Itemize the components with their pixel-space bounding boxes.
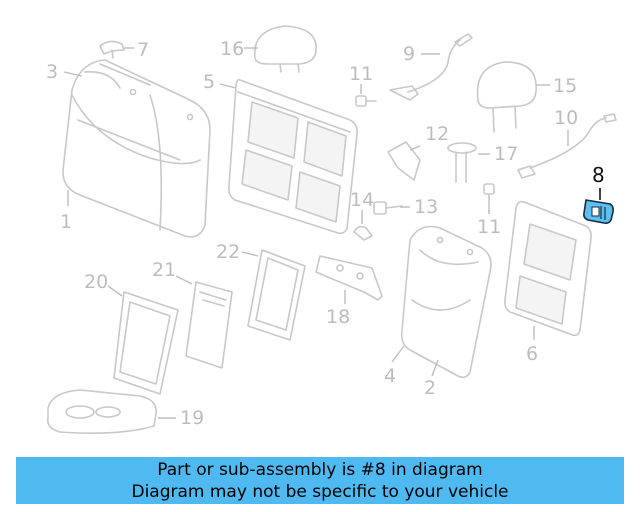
svg-text:10: 10: [554, 107, 578, 129]
svg-text:13: 13: [414, 196, 438, 218]
clip-7: 7: [99, 39, 149, 61]
svg-text:1: 1: [60, 211, 72, 233]
svg-text:2: 2: [424, 377, 436, 399]
svg-text:3: 3: [46, 61, 58, 83]
svg-text:11: 11: [349, 63, 373, 85]
svg-text:16: 16: [220, 38, 244, 60]
svg-text:5: 5: [203, 71, 215, 93]
svg-text:12: 12: [425, 123, 449, 145]
clip-14: 14: [350, 189, 374, 241]
svg-text:19: 19: [180, 407, 204, 429]
cable-10: 10: [517, 107, 617, 179]
svg-text:6: 6: [526, 343, 538, 365]
bolt-13: 13: [373, 196, 438, 218]
panel-21: 21: [152, 259, 233, 369]
svg-text:21: 21: [152, 259, 176, 281]
banner-line-2: Diagram may not be specific to your vehi…: [131, 482, 509, 502]
svg-text:20: 20: [84, 271, 108, 293]
panel-20: 20: [84, 271, 179, 395]
bolt-11-upper: 11: [349, 63, 377, 107]
svg-text:9: 9: [403, 43, 415, 65]
svg-text:17: 17: [494, 143, 518, 165]
seat-back-cushion-left: [62, 59, 211, 238]
callout-8: 8: [592, 163, 605, 187]
armrest-19: 19: [46, 389, 204, 434]
seat-back-frame-6: 6: [504, 200, 592, 365]
bolt-11-lower: 11: [477, 183, 501, 238]
parts-diagram: 3 1 7 16 5 9 11 15: [46, 25, 617, 434]
seat-back-frame-5: 5: [203, 71, 358, 235]
highlighted-part-8[interactable]: 8: [583, 163, 614, 224]
svg-text:14: 14: [350, 189, 374, 211]
callout-3: 3: [46, 61, 83, 83]
svg-text:7: 7: [137, 39, 149, 61]
svg-text:22: 22: [216, 241, 240, 263]
svg-text:15: 15: [553, 75, 577, 97]
callout-1: 1: [60, 190, 72, 233]
cable-9: 9: [389, 33, 473, 101]
info-banner: Part or sub-assembly is #8 in diagram Di…: [16, 457, 624, 504]
panel-22: 22: [216, 241, 306, 341]
bracket-12: 12: [387, 123, 449, 181]
headrest-16: 16: [220, 25, 317, 73]
banner-line-1: Part or sub-assembly is #8 in diagram: [157, 460, 483, 480]
svg-text:11: 11: [477, 216, 501, 238]
hinge-bracket-18: 18: [315, 255, 383, 328]
headrest-15: 15: [476, 61, 577, 133]
seat-back-cushion-right: 4 2: [384, 225, 492, 399]
svg-text:18: 18: [326, 306, 350, 328]
guide-17: 17: [447, 142, 518, 183]
svg-text:4: 4: [384, 365, 396, 387]
